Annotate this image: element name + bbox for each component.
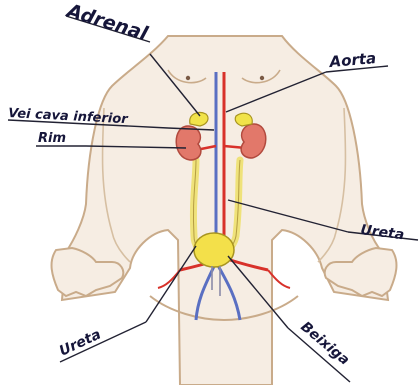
label-adrenal: Adrenal [63, 0, 151, 45]
adrenal-gland-left [235, 113, 252, 126]
label-ureter-left: Ureta [57, 327, 104, 360]
kidney-right [176, 126, 201, 160]
bladder [194, 233, 234, 267]
nipple-left [186, 76, 190, 80]
nipple-right [260, 76, 264, 80]
label-kidney: Rim [38, 131, 66, 146]
